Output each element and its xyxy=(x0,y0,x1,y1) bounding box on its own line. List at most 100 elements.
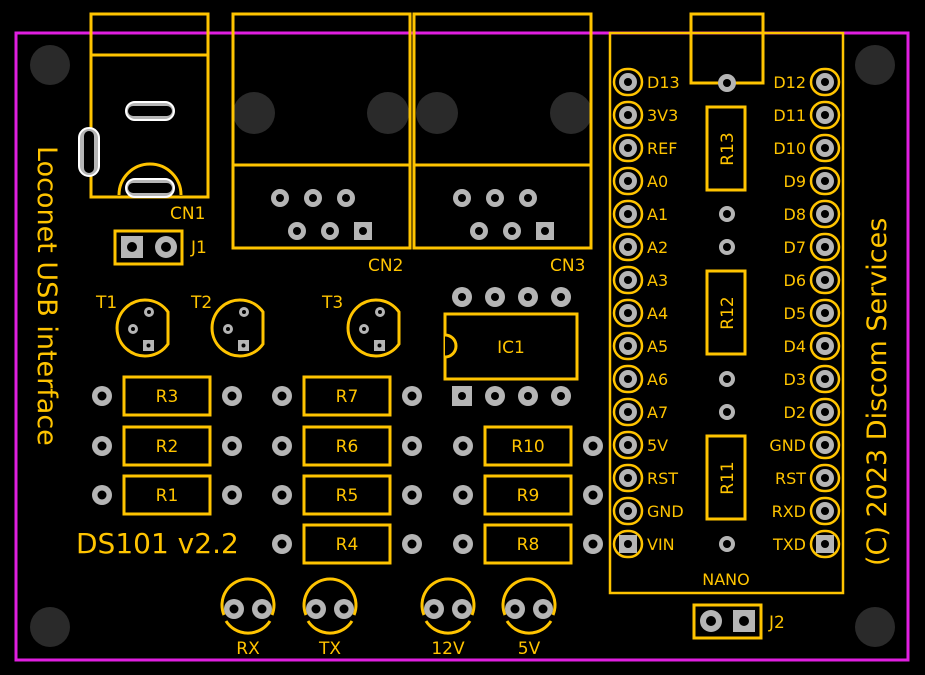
mount-hole xyxy=(855,45,895,85)
resistor-r1: R1 xyxy=(92,474,242,516)
led-rx: RX xyxy=(220,577,276,659)
nano-pin-label: D6 xyxy=(784,271,807,290)
led-5v: 5V xyxy=(501,577,557,659)
nano-pin-ref: REF xyxy=(612,133,677,163)
board-outline xyxy=(14,31,910,662)
nano-pin-label: 5V xyxy=(647,436,668,455)
mount-hole xyxy=(233,92,275,134)
nano-pin-rst: RST xyxy=(612,463,678,493)
nano-pin-label: RXD xyxy=(772,502,806,521)
nano-pin-a7: A7 xyxy=(612,397,668,427)
board-title: Loconet USB interface xyxy=(31,146,62,446)
resistor-r2: R2 xyxy=(92,425,242,467)
led-label: 5V xyxy=(518,639,541,659)
nano-pin-d7: D7 xyxy=(784,232,841,262)
nano-pin-label: D3 xyxy=(784,370,807,389)
led-label: 12V xyxy=(431,639,465,659)
t1-label: T1 xyxy=(95,293,117,313)
nano-pin-label: D13 xyxy=(647,73,680,92)
nano-pin-a0: A0 xyxy=(612,166,668,196)
nano-pin-label: D5 xyxy=(784,304,807,323)
nano-pins: D133V3REFA0A1A2A3A4A5A6A75VRSTGNDVIND12D… xyxy=(612,67,841,559)
resistor-r13: R13 xyxy=(705,105,747,255)
resistor-r7: R7 xyxy=(272,375,422,417)
r4-label: R4 xyxy=(336,535,359,555)
nano-pin-a2: A2 xyxy=(612,232,668,262)
led-label: TX xyxy=(318,639,341,659)
nano-pin-label: RST xyxy=(775,469,806,488)
t2-label: T2 xyxy=(190,293,212,313)
r3-label: R3 xyxy=(156,387,179,407)
nano-pin-d13: D13 xyxy=(612,67,680,97)
resistor-r5: R5 xyxy=(272,474,422,516)
nano-pin-label: REF xyxy=(647,139,677,158)
r13-label: R13 xyxy=(718,132,738,165)
nano-pin-gnd: GND xyxy=(769,430,841,460)
nano-pin-label: A3 xyxy=(647,271,668,290)
r5-label: R5 xyxy=(336,486,359,506)
ic1-label: IC1 xyxy=(497,338,525,358)
nano-pin-label: A0 xyxy=(647,172,668,191)
nano-pin-txd: TXD xyxy=(772,529,841,559)
led-label: RX xyxy=(236,639,260,659)
transistor-t2: T2 xyxy=(190,293,265,358)
nano-pin-d12: D12 xyxy=(773,67,841,97)
r1-label: R1 xyxy=(156,486,179,506)
led-indicators: RX TX 12V 5V xyxy=(220,577,557,659)
resistor-r9: R9 xyxy=(453,474,603,516)
resistor-r12: R12 xyxy=(705,269,747,420)
cn3-rj-socket: CN3 xyxy=(412,12,593,276)
led-12v: 12V xyxy=(420,577,476,659)
nano-module: NANO xyxy=(608,12,845,595)
resistor-r10: R10 xyxy=(453,425,603,467)
transistor-t1: T1 xyxy=(95,293,170,358)
nano-pin-a6: A6 xyxy=(612,364,668,394)
resistor-r11: R11 xyxy=(705,434,747,552)
resistor-r4: R4 xyxy=(272,523,422,565)
nano-pin-d3: D3 xyxy=(784,364,841,394)
resistor-r8: R8 xyxy=(453,523,603,565)
nano-pin-d6: D6 xyxy=(784,265,841,295)
mount-hole xyxy=(416,92,458,134)
nano-pin-label: VIN xyxy=(647,535,675,554)
cn1-dc-jack: CN1 xyxy=(78,12,210,224)
mount-hole xyxy=(30,607,70,647)
nano-pin-label: 3V3 xyxy=(647,106,678,125)
nano-pin-label: D7 xyxy=(784,238,807,257)
r9-label: R9 xyxy=(517,486,540,506)
j1-header: J1 xyxy=(113,229,207,266)
resistor-r3: R3 xyxy=(92,375,242,417)
nano-pin-d10: D10 xyxy=(773,133,841,163)
mount-hole xyxy=(855,607,895,647)
nano-pin-label: D2 xyxy=(784,403,807,422)
r7-label: R7 xyxy=(336,387,359,407)
nano-pin-label: A2 xyxy=(647,238,668,257)
ic1-dip8: IC1 xyxy=(443,287,579,406)
nano-pin-d11: D11 xyxy=(773,100,841,130)
led-tx: TX xyxy=(302,577,358,659)
nano-pin-a3: A3 xyxy=(612,265,668,295)
nano-pin-d5: D5 xyxy=(784,298,841,328)
r8-label: R8 xyxy=(517,535,540,555)
cn2-label: CN2 xyxy=(368,256,403,276)
nano-pin-label: D10 xyxy=(773,139,806,158)
nano-pin-gnd: GND xyxy=(612,496,684,526)
nano-pin-label: TXD xyxy=(772,535,806,554)
nano-pin-d8: D8 xyxy=(784,199,841,229)
r12-label: R12 xyxy=(718,296,738,329)
r6-label: R6 xyxy=(336,437,359,457)
nano-pin-label: A1 xyxy=(647,205,668,224)
j1-label: J1 xyxy=(190,238,207,258)
nano-pin-d4: D4 xyxy=(784,331,841,361)
mounting-holes xyxy=(30,45,895,647)
nano-pin-label: D8 xyxy=(784,205,807,224)
nano-pin-label: RST xyxy=(647,469,678,488)
r2-label: R2 xyxy=(156,437,179,457)
nano-pin-a4: A4 xyxy=(612,298,668,328)
nano-pin-label: A7 xyxy=(647,403,668,422)
board-version: DS101 v2.2 xyxy=(76,527,239,560)
transistor-t3: T3 xyxy=(321,293,401,358)
cn1-label: CN1 xyxy=(170,204,205,224)
